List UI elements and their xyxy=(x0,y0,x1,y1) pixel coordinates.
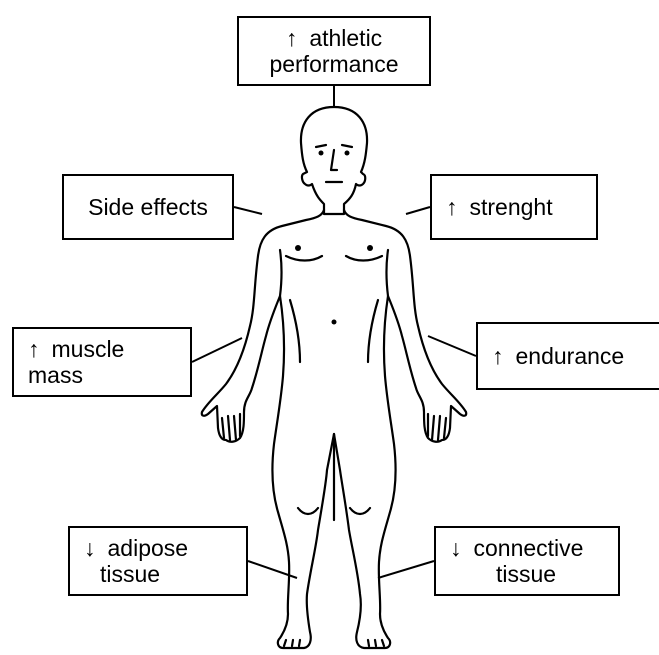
connective-tissue-line2: tissue xyxy=(450,561,556,587)
strength-label: strenght xyxy=(470,194,553,220)
connector-muscle xyxy=(192,338,242,362)
inner-arm-right xyxy=(387,250,389,296)
right-eye xyxy=(345,151,350,156)
up-arrow-icon: ↑ xyxy=(286,25,298,51)
muscle-mass-line2: mass xyxy=(28,362,83,388)
connective-tissue-line1: connective xyxy=(474,535,584,561)
side-effects-box: Side effects xyxy=(62,174,234,240)
endurance-box: ↑ endurance xyxy=(476,322,659,390)
right-toes xyxy=(368,640,384,646)
adipose-tissue-line1: adipose xyxy=(108,535,189,561)
left-toes xyxy=(284,640,300,646)
up-arrow-icon: ↑ xyxy=(492,343,504,369)
right-nipple xyxy=(367,245,373,251)
muscle-mass-box: ↑ muscle mass xyxy=(12,327,192,397)
right-fingers xyxy=(428,414,446,440)
up-arrow-icon: ↑ xyxy=(446,194,458,220)
down-arrow-icon: ↓ xyxy=(450,535,462,561)
face-brows xyxy=(316,145,352,147)
face-nose xyxy=(331,150,337,170)
knee-right xyxy=(350,508,370,514)
connective-tissue-box: ↓ connective tissue xyxy=(434,526,620,596)
abdomen-line xyxy=(290,300,378,362)
side-effects-label: Side effects xyxy=(88,194,208,220)
connector-connective xyxy=(378,561,434,578)
up-arrow-icon: ↑ xyxy=(28,336,40,362)
inner-arm-left xyxy=(280,250,282,296)
head-outline xyxy=(301,107,367,214)
left-nipple xyxy=(295,245,301,251)
connector-endurance xyxy=(428,336,476,356)
left-fingers xyxy=(222,414,240,440)
muscle-mass-line1: muscle xyxy=(52,336,125,362)
adipose-tissue-line2: tissue xyxy=(84,561,160,587)
endurance-label: endurance xyxy=(516,343,625,369)
strength-box: ↑ strenght xyxy=(430,174,598,240)
athletic-performance-box: ↑ athletic performance xyxy=(237,16,431,86)
adipose-tissue-box: ↓ adipose tissue xyxy=(68,526,248,596)
left-eye xyxy=(319,151,324,156)
pectoral-line xyxy=(286,256,382,261)
knee-left xyxy=(298,508,318,514)
connector-strength xyxy=(406,207,430,214)
down-arrow-icon: ↓ xyxy=(84,535,96,561)
athletic-performance-line1: athletic xyxy=(309,25,382,51)
navel xyxy=(332,320,337,325)
connector-side-effects xyxy=(234,207,262,214)
athletic-performance-line2: performance xyxy=(269,51,398,77)
